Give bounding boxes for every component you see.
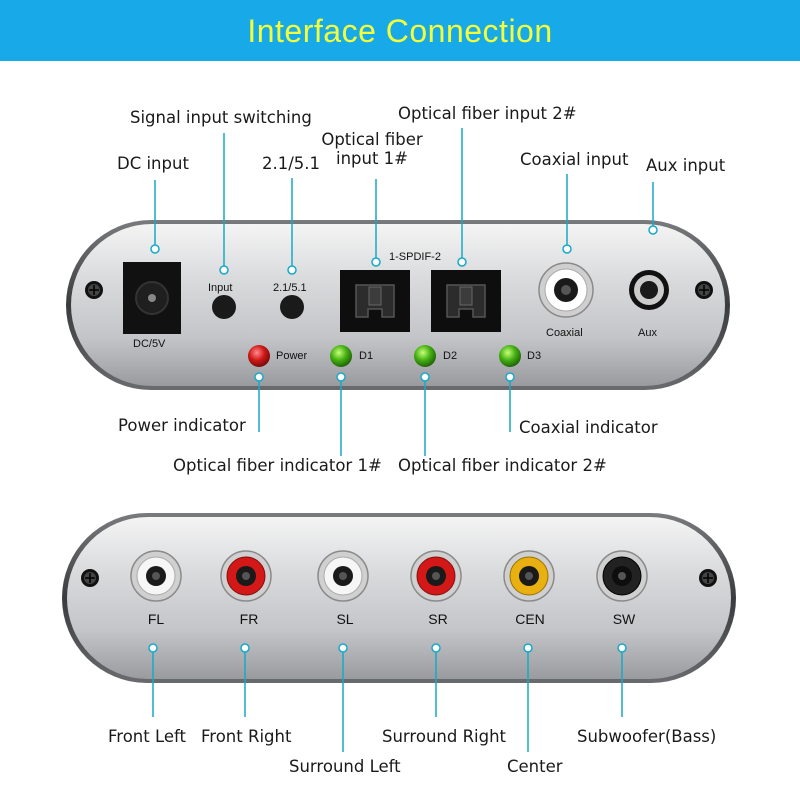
header-banner: Interface Connection [0, 0, 800, 61]
mode-button-label: 2.1/5.1 [273, 282, 307, 294]
channel-label-fl: FL [147, 611, 165, 627]
desc-surround-right: Surround Right [382, 727, 507, 746]
optical-port-1 [340, 270, 410, 332]
input-button-label: Input [208, 282, 233, 294]
callout-dots-bottom [148, 643, 627, 653]
rca-jack-sw [596, 550, 648, 602]
d1-led-label: D1 [359, 350, 374, 362]
page-title: Interface Connection [247, 13, 553, 49]
coaxial-panel-label: Coaxial [546, 327, 583, 339]
desc-surround-left: Surround Left [289, 757, 401, 776]
optical-input-2-label: Optical fiber input 2# [398, 104, 577, 123]
power-indicator-label: Power indicator [118, 416, 246, 435]
desc-center: Center [507, 757, 563, 776]
dc-input-label: DC input [117, 154, 189, 173]
aux-port [629, 270, 669, 310]
coaxial-input-label: Coaxial input [520, 150, 629, 169]
aux-panel-label: Aux [638, 327, 657, 339]
mode-button [280, 295, 304, 319]
channel-label-sl: SL [336, 611, 354, 627]
channel-label-cen: CEN [515, 611, 545, 627]
d2-led [414, 345, 436, 367]
callout-lines-top [154, 128, 654, 456]
power-led-label: Power [276, 350, 308, 362]
coaxial-port [538, 262, 594, 318]
mode-label: 2.1/5.1 [262, 154, 321, 173]
dc-jack [123, 262, 181, 334]
spdif-label: 1-SPDIF-2 [389, 251, 441, 263]
screw-icon [695, 281, 713, 299]
d3-led-label: D3 [527, 350, 542, 362]
aux-input-label: Aux input [646, 156, 726, 175]
rca-jack-cen [503, 550, 555, 602]
d3-led [499, 345, 521, 367]
screw-icon [699, 569, 717, 587]
screw-icon [81, 569, 99, 587]
signal-switching-label: Signal input switching [130, 108, 312, 127]
channel-label-sr: SR [428, 611, 448, 627]
optical-port-2 [431, 270, 501, 332]
rca-jack-sl [317, 550, 369, 602]
d1-led [330, 345, 352, 367]
dc-panel-label: DC/5V [133, 338, 166, 350]
screw-icon [85, 281, 103, 299]
optical-indicator-1-label: Optical fiber indicator 1# [173, 456, 382, 475]
channel-label-fr: FR [239, 611, 259, 627]
callout-lines-bottom [152, 652, 623, 752]
coaxial-indicator-label: Coaxial indicator [519, 418, 658, 437]
optical-input-1-label: Optical fiber input 1# [321, 130, 423, 168]
desc-subwoofer: Subwoofer(Bass) [577, 727, 717, 746]
d2-led-label: D2 [443, 350, 458, 362]
power-led [248, 345, 270, 367]
callout-dots-top [150, 225, 658, 382]
rca-jack-fr [220, 550, 272, 602]
channel-label-sw: SW [612, 611, 636, 627]
desc-front-right: Front Right [201, 727, 292, 746]
desc-front-left: Front Left [108, 727, 187, 746]
input-button [212, 295, 236, 319]
optical-indicator-2-label: Optical fiber indicator 2# [398, 456, 607, 475]
rca-jack-sr [410, 550, 462, 602]
rca-jack-fl [130, 550, 182, 602]
